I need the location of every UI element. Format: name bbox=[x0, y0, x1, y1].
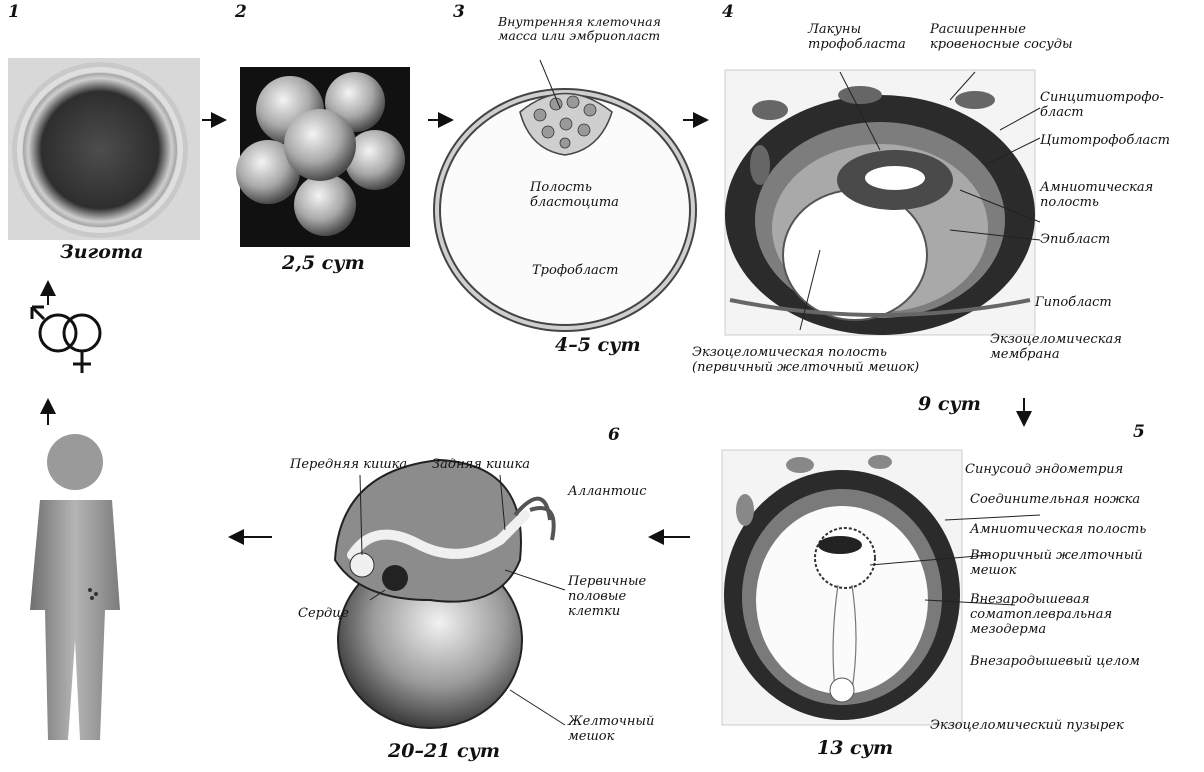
zygote-image bbox=[8, 58, 200, 240]
blastocyst-drawing bbox=[437, 92, 693, 328]
label-connecting-stalk: Соединительная ножка bbox=[970, 492, 1140, 507]
label-yolk-sac: Желточный мешок bbox=[568, 714, 654, 744]
day13-embryo-drawing bbox=[722, 450, 962, 725]
label-amniotic-cavity-4: Амниотическая полость bbox=[1040, 180, 1153, 210]
stage-4-caption: 9 сут bbox=[918, 397, 981, 412]
label-exocoelomic-membrane: Экзоцеломическая мембрана bbox=[990, 332, 1122, 362]
stage-6-caption: 20–21 сут bbox=[388, 744, 500, 759]
label-secondary-yolk-sac: Вторичный желточный мешок bbox=[970, 548, 1143, 578]
label-epiblast: Эпибласт bbox=[1040, 232, 1110, 247]
label-extraembryonic-mesoderm: Внезародышевая соматоплевральная мезодер… bbox=[970, 592, 1112, 637]
label-hindgut: Задняя кишка bbox=[432, 457, 530, 472]
label-trophoblast-lacunae: Лакуны трофобласта bbox=[808, 22, 906, 52]
label-exocoelomic-cyst: Экзоцеломический пузырек bbox=[930, 718, 1124, 733]
label-allantois: Аллантоис bbox=[568, 484, 647, 499]
label-hypoblast: Гипобласт bbox=[1035, 295, 1112, 310]
label-inner-cell-mass: Внутренняя клеточная масса или эмбриопла… bbox=[498, 15, 661, 43]
stage-5-caption: 13 сут bbox=[817, 741, 893, 756]
day9-embryo-drawing bbox=[725, 70, 1035, 335]
stage-2-number: 2 bbox=[235, 5, 247, 20]
label-syncytiotrophoblast: Синцитиотрофо- бласт bbox=[1040, 90, 1164, 120]
label-foregut: Передняя кишка bbox=[290, 457, 407, 472]
adult-figure bbox=[30, 434, 120, 740]
day20-embryo-drawing bbox=[335, 460, 554, 728]
label-dilated-vessels: Расширенные кровеносные сосуды bbox=[930, 22, 1073, 52]
label-heart: Сердце bbox=[298, 606, 349, 621]
stage-2-caption: 2,5 сут bbox=[282, 256, 365, 271]
stage-5-number: 5 bbox=[1133, 425, 1145, 440]
label-cytotrophoblast: Цитотрофобласт bbox=[1040, 133, 1170, 148]
stage-1-caption: Зигота bbox=[60, 245, 143, 260]
stage-6-number: 6 bbox=[608, 428, 620, 443]
label-endometrial-sinusoid: Синусоид эндометрия bbox=[965, 462, 1123, 477]
label-trophoblast: Трофобласт bbox=[532, 263, 618, 278]
label-extraembryonic-coelom: Внезародышевый целом bbox=[970, 654, 1140, 669]
label-amniotic-cavity-5: Амниотическая полость bbox=[970, 522, 1146, 537]
stage-3-caption: 4–5 сут bbox=[555, 338, 641, 353]
stage-3-number: 3 bbox=[453, 5, 465, 20]
stage-1-number: 1 bbox=[8, 5, 20, 20]
morula-image bbox=[236, 67, 410, 247]
label-blastocyst-cavity: Полость бластоцита bbox=[530, 180, 619, 210]
female-symbol-icon bbox=[64, 315, 100, 373]
label-primordial-germ-cells: Первичные половые клетки bbox=[568, 574, 646, 619]
label-exocoelomic-cavity: Экзоцеломическая полость (первичный желт… bbox=[692, 345, 919, 375]
stage-4-number: 4 bbox=[722, 5, 734, 20]
